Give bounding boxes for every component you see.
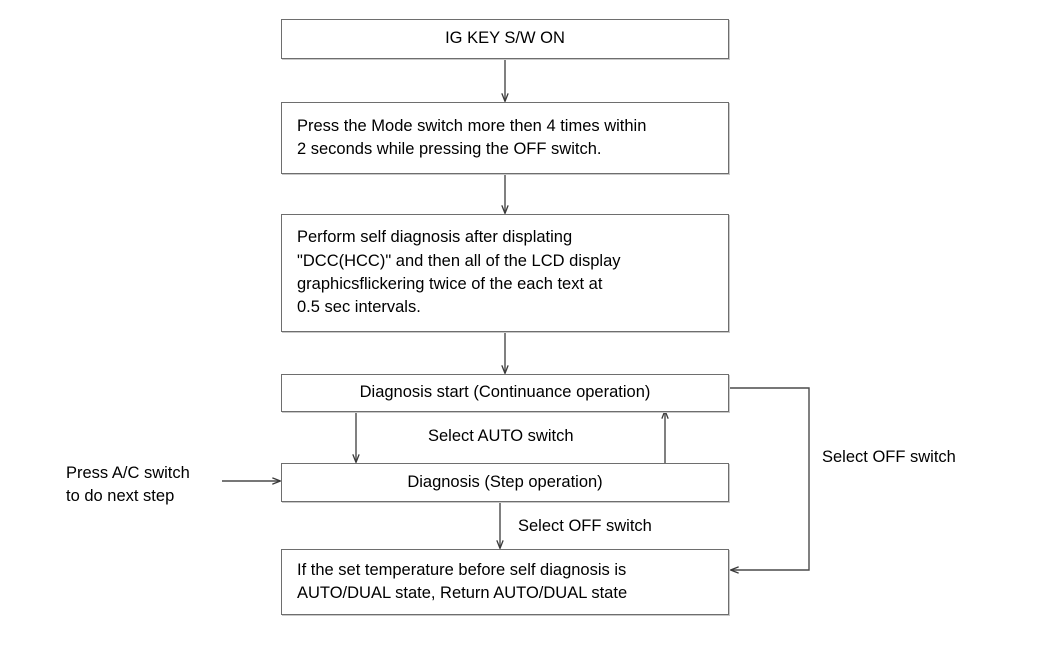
node-return-auto-dual-state-label: If the set temperature before self diagn…	[297, 560, 628, 602]
node-ig-key-switch-on-label: IG KEY S/W ON	[445, 29, 565, 48]
edge-label-press-ac-switch: Press A/C switch to do next step	[66, 464, 190, 506]
node-press-mode-switch-label: Press the Mode switch more then 4 times …	[297, 116, 647, 158]
node-perform-self-diagnosis[interactable]: Perform self diagnosis after displating …	[281, 214, 729, 332]
node-return-auto-dual-state[interactable]: If the set temperature before self diagn…	[281, 549, 729, 615]
node-diagnosis-start[interactable]: Diagnosis start (Continuance operation)	[281, 374, 729, 412]
node-diagnosis-step[interactable]: Diagnosis (Step operation)	[281, 463, 729, 502]
node-diagnosis-start-label: Diagnosis start (Continuance operation)	[359, 383, 651, 402]
node-perform-self-diagnosis-label: Perform self diagnosis after displating …	[297, 228, 621, 317]
node-press-mode-switch[interactable]: Press the Mode switch more then 4 times …	[281, 102, 729, 174]
edge-label-select-auto-switch: Select AUTO switch	[428, 427, 574, 445]
edge-label-select-off-switch-middle: Select OFF switch	[518, 517, 652, 535]
connector-diagnosisstart-to-returnstate	[729, 387, 810, 570]
node-ig-key-switch-on[interactable]: IG KEY S/W ON	[281, 19, 729, 59]
edge-label-select-off-switch-right: Select OFF switch	[822, 448, 956, 466]
node-diagnosis-step-label: Diagnosis (Step operation)	[407, 472, 603, 491]
